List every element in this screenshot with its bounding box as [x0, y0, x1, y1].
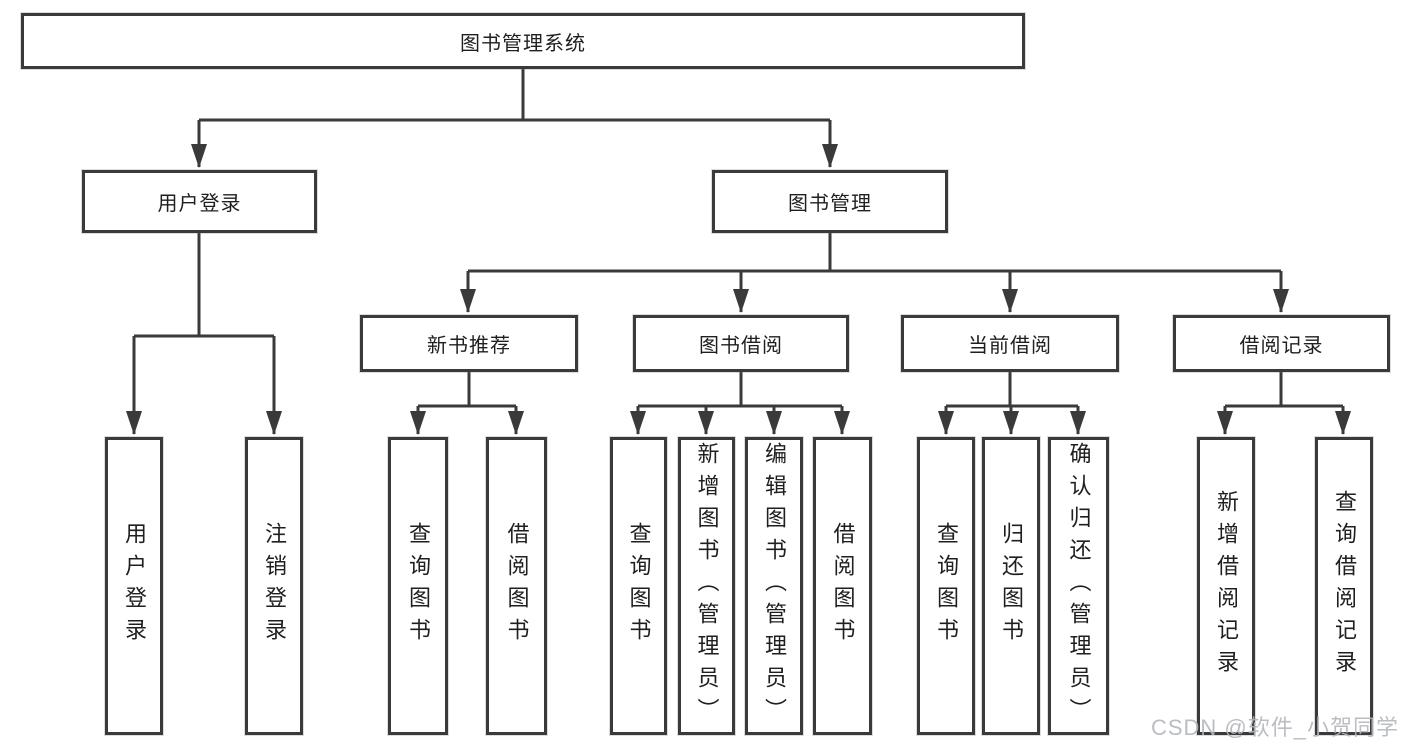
connector-currentborrow-to-leaves [938, 372, 1086, 435]
leaf-borrow-books-2: 借阅图书 [813, 437, 872, 735]
connector-newbooks-to-leaves [410, 372, 524, 435]
node-root-system: 图书管理系统 [21, 13, 1025, 69]
leaf-logout: 注销登录 [245, 437, 303, 735]
leaf-query-books-1: 查询图书 [388, 437, 448, 735]
leaf-return-book: 归还图书 [982, 437, 1040, 735]
node-user-login: 用户登录 [82, 170, 317, 233]
connector-records-to-leaves [1217, 372, 1351, 435]
node-current-borrow: 当前借阅 [901, 315, 1119, 372]
leaf-add-borrow-record: 新增借阅记录 [1197, 437, 1255, 735]
connector-userlogin-to-leaves [126, 233, 282, 435]
leaf-edit-book-admin: 编辑图书（管理员） [745, 437, 803, 735]
leaf-query-borrow-record: 查询借阅记录 [1315, 437, 1373, 735]
connector-root-to-level2 [191, 69, 838, 168]
node-book-management: 图书管理 [712, 170, 948, 233]
node-new-book-recommend: 新书推荐 [360, 315, 578, 372]
leaf-user-login: 用户登录 [105, 437, 163, 735]
connector-bookborrow-to-leaves [630, 372, 850, 435]
node-borrow-records: 借阅记录 [1173, 315, 1390, 372]
connector-bookmgmt-to-level3 [460, 233, 1289, 313]
leaf-query-books-3: 查询图书 [917, 437, 975, 735]
csdn-watermark: CSDN @软件_小贺同学 [1150, 715, 1399, 740]
leaf-add-book-admin: 新增图书（管理员） [678, 437, 735, 735]
node-book-borrow: 图书借阅 [633, 315, 849, 372]
leaf-confirm-return-admin: 确认归还（管理员） [1048, 437, 1109, 735]
leaf-query-books-2: 查询图书 [610, 437, 667, 735]
leaf-borrow-books-1: 借阅图书 [486, 437, 547, 735]
